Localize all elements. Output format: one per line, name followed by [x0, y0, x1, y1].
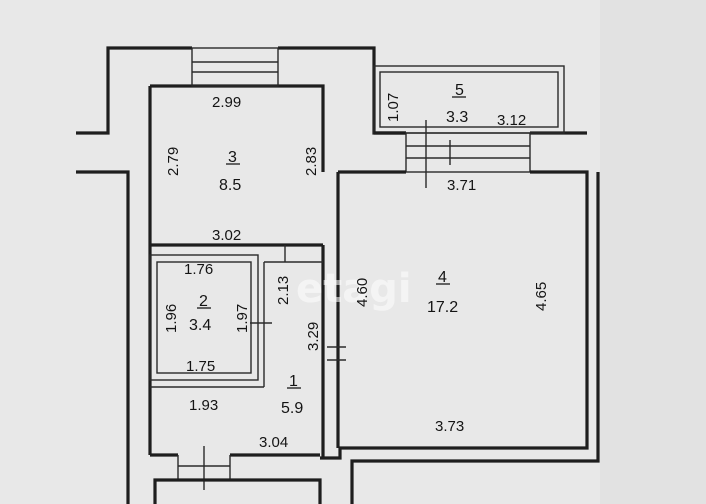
dim-room1-upper: 2.13 [275, 276, 292, 305]
dim-room3-right: 2.83 [303, 147, 320, 176]
room-3-area: 8.5 [219, 177, 241, 194]
window-room-4 [338, 120, 577, 188]
dim-room2-left: 1.96 [163, 304, 180, 333]
dim-room2-bottom: 1.75 [186, 358, 215, 375]
room-3-number: 3 [228, 149, 237, 166]
dim-room4-right: 4.65 [533, 282, 550, 311]
room-4-area: 17.2 [427, 299, 458, 316]
room-1-area: 5.9 [281, 400, 303, 417]
dim-room5-height: 1.07 [385, 93, 402, 122]
dim-room2-right: 1.97 [234, 304, 251, 333]
dim-room1-bottom: 3.04 [259, 434, 288, 451]
dim-room4-bottom: 3.73 [435, 418, 464, 435]
dim-room3-top: 2.99 [212, 94, 241, 111]
room-2-area: 3.4 [189, 317, 211, 334]
door-marks [177, 346, 346, 490]
dim-room5-width: 3.12 [497, 112, 526, 129]
room-2-walls [149, 245, 323, 388]
room-4-number: 4 [438, 269, 447, 286]
dim-room1-middle: 3.29 [305, 322, 322, 351]
room-5-area: 3.3 [446, 109, 468, 126]
room-1-number: 1 [289, 373, 298, 390]
lower-fragment [153, 478, 322, 504]
dim-room2-top: 1.76 [184, 261, 213, 278]
room-2-number: 2 [199, 293, 208, 310]
room-5-number: 5 [455, 82, 464, 99]
dim-room4-left: 4.60 [354, 278, 371, 307]
dim-room4-top: 3.71 [447, 177, 476, 194]
dim-room3-left: 2.79 [165, 147, 182, 176]
watermark: etagi [296, 266, 412, 312]
dim-room3-bottom: 3.02 [212, 227, 241, 244]
dim-room1-left: 1.93 [189, 397, 218, 414]
window-room-3 [191, 47, 279, 87]
